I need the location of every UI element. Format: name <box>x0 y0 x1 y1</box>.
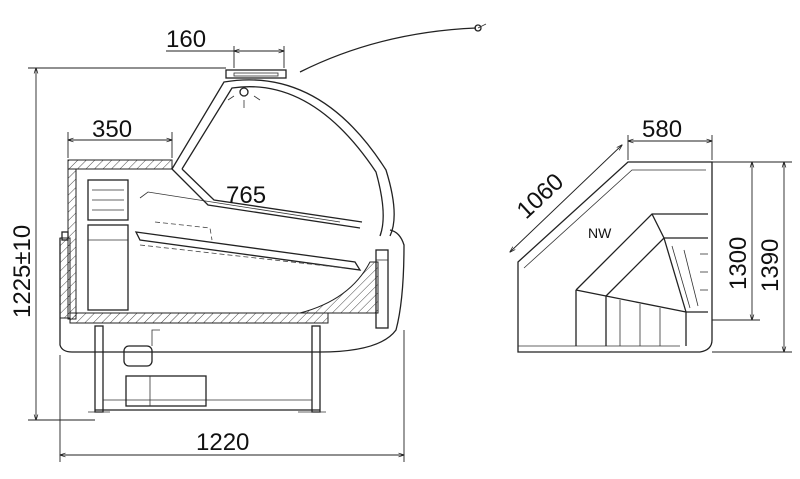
lamp-housing <box>225 69 287 79</box>
dim-1300: 1300 <box>725 237 752 290</box>
glass-lift-arm <box>299 27 477 73</box>
dim-765: 765 <box>226 182 266 209</box>
dim-1220: 1220 <box>196 429 249 456</box>
control-box <box>87 179 129 221</box>
display-shelf <box>134 231 362 271</box>
corner-outline <box>517 161 713 353</box>
counter-top <box>67 159 173 170</box>
side-view-dimensions: 160 350 765 1225±10 1220 <box>9 26 404 462</box>
curved-glass <box>171 79 395 237</box>
dim-580: 580 <box>642 116 682 143</box>
side-panel <box>59 237 71 319</box>
dim-160: 160 <box>166 26 206 53</box>
nw-label: NW <box>588 225 612 241</box>
dim-1225: 1225±10 <box>9 225 36 318</box>
storage-compartment <box>87 224 129 311</box>
dim-1390: 1390 <box>757 239 784 292</box>
rear-post <box>375 249 389 329</box>
corner-view-dimensions: 580 1060 1300 1390 <box>510 116 792 352</box>
dim-350: 350 <box>92 116 132 143</box>
side-view-cabinet <box>59 23 487 413</box>
lamp-bulb <box>239 87 249 97</box>
dim-1060: 1060 <box>512 168 569 224</box>
compressor <box>123 345 153 367</box>
condensing-unit <box>125 375 207 407</box>
bottom-tray <box>69 312 329 324</box>
